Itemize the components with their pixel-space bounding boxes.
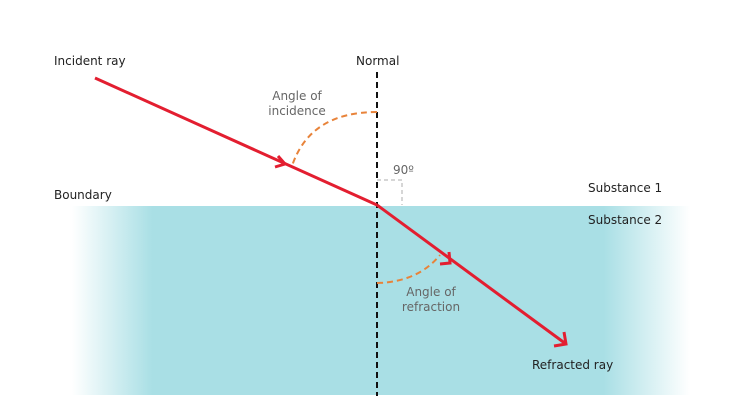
angle-of-refraction-arc <box>376 254 441 284</box>
angle-of-incidence-arc <box>291 111 378 167</box>
normal-label: Normal <box>356 54 400 68</box>
substance-2-region <box>72 206 690 395</box>
incident-ray <box>94 76 378 207</box>
substance-2-label: Substance 2 <box>588 213 663 227</box>
incident-ray-label: Incident ray <box>54 54 126 68</box>
angle-of-refraction-line1: Angle of <box>406 285 456 299</box>
angle-of-incidence-label: Angle of incidence <box>262 89 332 119</box>
refracted-ray-label: Refracted ray <box>532 358 614 372</box>
angle-of-refraction-line2: refraction <box>401 300 461 314</box>
angle-of-refraction-label: Angle of refraction <box>396 285 466 315</box>
substance-1-label: Substance 1 <box>588 181 663 195</box>
refracted-ray <box>376 203 567 346</box>
angle-of-incidence-line1: Angle of <box>272 89 322 103</box>
right-angle-marker <box>377 179 403 205</box>
incident-arrowhead-icon <box>274 155 288 169</box>
refracted-end-arrowhead-icon <box>553 331 568 348</box>
angle-of-incidence-line2: incidence <box>268 104 326 118</box>
refracted-arrowhead-icon <box>439 251 452 266</box>
right-angle-label: 90º <box>393 163 414 177</box>
boundary-label: Boundary <box>54 188 112 202</box>
